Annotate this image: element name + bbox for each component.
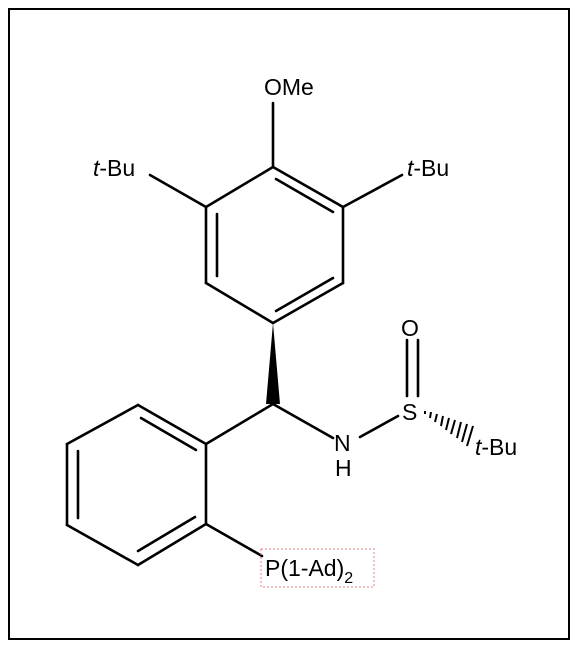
methoxy-label: OMe <box>264 74 314 100</box>
hashed-wedge-bond-sulfur <box>424 411 474 447</box>
tbu-left-label: t-Bu <box>93 155 135 181</box>
bond-ch-n <box>271 402 335 440</box>
oxygen-label: O <box>401 315 419 341</box>
sulfur-label: S <box>402 399 417 425</box>
tbu-right-label: t-Bu <box>407 155 449 181</box>
nitrogen-label: N <box>334 430 351 456</box>
top-aryl-ring <box>204 165 345 325</box>
bond-ch-ring <box>204 402 275 446</box>
bond-c-tbu-left <box>148 173 208 209</box>
bond-n-s <box>358 414 400 439</box>
bond-c-tbu-right <box>341 173 404 209</box>
tbu-sulfur-label: t-Bu <box>475 434 517 460</box>
hydrogen-label: H <box>335 455 352 481</box>
phosphine-label: P(1-Ad)2 <box>265 555 353 587</box>
wedge-bond-aryl <box>266 323 280 404</box>
figure-frame <box>8 8 570 640</box>
bond-s-o-double <box>405 338 420 398</box>
bond-ring-p <box>204 522 264 558</box>
phosphine-selection-box <box>260 548 375 588</box>
bottom-aryl-ring <box>65 403 208 567</box>
